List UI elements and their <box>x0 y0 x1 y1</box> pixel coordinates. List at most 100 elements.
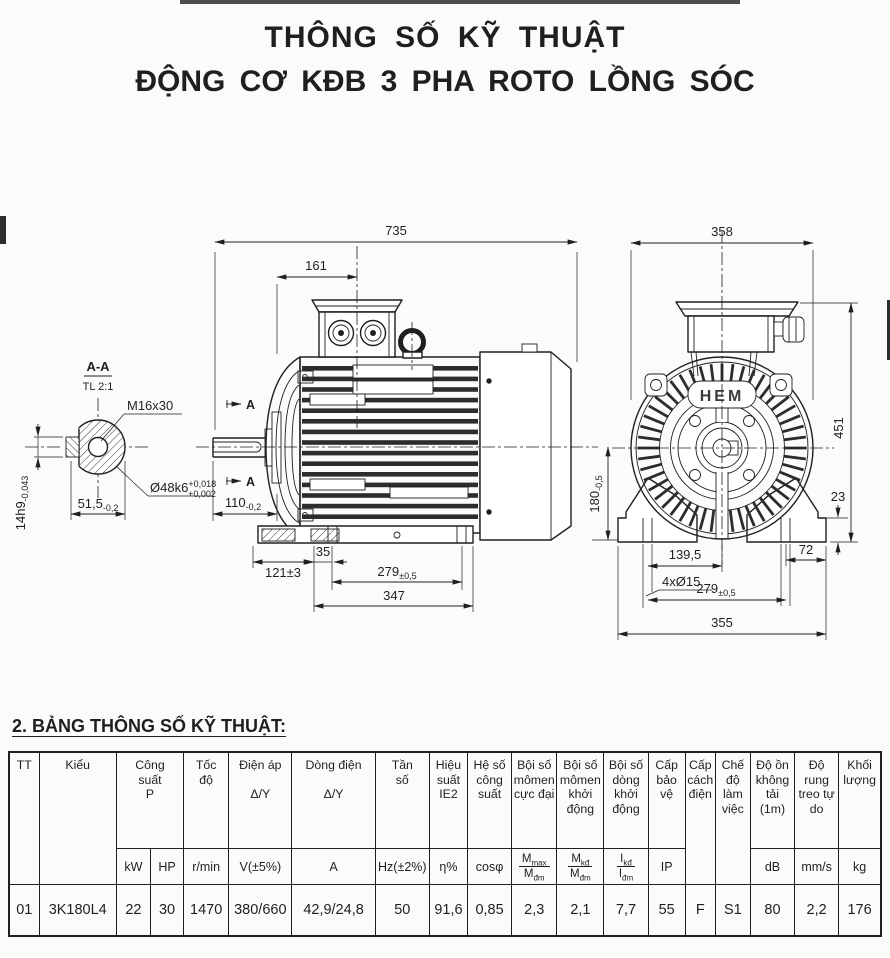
dim-hub-width: 51,5-0,2 <box>78 496 119 513</box>
spec-table: TT Kiểu Công suất P Tốc độ Điện áp Δ/Y D… <box>8 751 882 937</box>
motor-side-view: A A 735 161 110-0,2 121±3 <box>196 223 622 612</box>
unit-vibration: mm/s <box>794 848 840 885</box>
dim-overall-width: 358 <box>711 224 733 239</box>
col-max-torque-ratio: Bội số mômen cực đại <box>511 751 558 849</box>
cell-start-torque: 2,1 <box>556 884 605 937</box>
section-cut-marks: A A <box>226 398 255 489</box>
unit-noise: dB <box>749 848 796 885</box>
col-weight: Khối lượng <box>838 751 882 849</box>
cable-gland <box>773 321 784 337</box>
col-noise: Độ ồn không tải (1m) <box>749 751 796 849</box>
cell-insulation: F <box>684 884 716 937</box>
front-view-dimensions: 358 451 23 139,5 4xØ15 279±0,5 3 <box>617 224 858 640</box>
unit-rpm: r/min <box>183 848 230 885</box>
cell-kw: 22 <box>115 884 151 937</box>
col-vibration: Độ rung treo tự do <box>794 751 840 849</box>
technical-drawing: A-A TL 2:1 M16x30 Ø48k6+0,018+0,002 51,5… <box>13 223 858 640</box>
section-mark-top: A <box>246 398 255 412</box>
col-power-factor: Hệ số công suất <box>466 751 513 849</box>
scan-artifact-top <box>180 0 740 4</box>
brand-logo: HEM <box>700 388 745 405</box>
dim-hole-to-edge: 72 <box>799 542 813 557</box>
unit-current: A <box>291 848 376 885</box>
unit-kw: kW <box>115 848 151 885</box>
mounting-feet-front <box>617 477 827 543</box>
unit-voltage: V(±5%) <box>228 848 293 885</box>
cell-tt: 01 <box>8 884 40 937</box>
section-scale: TL 2:1 <box>83 381 114 393</box>
cell-rpm: 1470 <box>183 884 230 937</box>
dim-shaft-height: 180-0,5 <box>587 475 604 512</box>
page-title: THÔNG SỐ KỸ THUẬT ĐỘNG CƠ KĐB 3 PHA ROTO… <box>0 16 890 104</box>
cell-current: 42,9/24,8 <box>291 884 376 937</box>
unit-power-factor: cosφ <box>466 848 513 885</box>
unit-hp: HP <box>149 848 185 885</box>
col-duty: Chế độ làm việc <box>714 751 751 885</box>
col-voltage: Điện áp Δ/Y <box>228 751 293 849</box>
dim-overall-length: 735 <box>385 223 407 238</box>
fan-cover-side <box>479 343 572 541</box>
dim-foot-holes: 4xØ15 <box>662 574 700 589</box>
cell-noise: 80 <box>749 884 796 937</box>
table-row: 01 3K180L4 22 30 1470 380/660 42,9/24,8 … <box>8 884 882 937</box>
dim-shaft-to-foot: 121±3 <box>265 565 301 580</box>
dim-key-width: 14h9-0,043 <box>13 476 30 530</box>
dim-foot-width: 355 <box>711 615 733 630</box>
dim-shaft-diameter: Ø48k6+0,018+0,002 <box>150 479 216 499</box>
title-line1: THÔNG SỐ KỸ THUẬT <box>264 21 626 54</box>
dim-foot-hole-span-front: 279±0,5 <box>696 581 735 598</box>
cell-weight: 176 <box>838 884 882 937</box>
lifting-eye-bolt <box>398 322 426 370</box>
dim-foot-thickness: 23 <box>831 489 845 504</box>
col-frequency: Tần số <box>374 751 430 849</box>
cell-efficiency: 91,6 <box>428 884 469 937</box>
dim-thread: M16x30 <box>127 398 173 413</box>
dim-box-offset: 161 <box>305 258 327 273</box>
col-insulation: Cấp cách điện <box>684 751 716 885</box>
cell-hp: 30 <box>149 884 185 937</box>
cell-protection: 55 <box>647 884 686 937</box>
dim-foot-hole-span-side: 279±0,5 <box>377 564 416 581</box>
cell-frequency: 50 <box>374 884 430 937</box>
cell-duty: S1 <box>714 884 751 937</box>
col-start-current-ratio: Bội số dòng khởi động <box>603 751 649 849</box>
title-line2: ĐỘNG CƠ KĐB 3 PHA ROTO LỒNG SÓC <box>135 65 755 98</box>
dim-overall-height: 451 <box>831 417 846 439</box>
scan-artifact-left <box>0 216 6 244</box>
col-current: Dòng điện Δ/Y <box>291 751 376 849</box>
scan-artifact-right <box>887 300 890 360</box>
cell-max-torque: 2,3 <box>511 884 558 937</box>
dim-hole-to-center: 139,5 <box>669 547 702 562</box>
motor-front-view: HEM <box>612 224 858 640</box>
shaft-section-view: A-A TL 2:1 M16x30 Ø48k6+0,018+0,002 51,5… <box>13 359 216 530</box>
unit-weight: kg <box>838 848 882 885</box>
cell-model: 3K180L4 <box>38 884 117 937</box>
cell-vibration: 2,2 <box>794 884 840 937</box>
dim-foot-hole-offset: 35 <box>316 544 330 559</box>
cell-start-current: 7,7 <box>603 884 649 937</box>
section-label: A-A <box>86 359 110 374</box>
col-model: Kiểu <box>38 751 117 885</box>
col-protection: Cấp bảo vệ <box>647 751 686 849</box>
unit-efficiency: η% <box>428 848 469 885</box>
spec-table-section: 2. BẢNG THÔNG SỐ KỸ THUẬT: TT Kiểu Công … <box>8 716 882 937</box>
terminal-box-front <box>675 301 805 377</box>
col-start-torque-ratio: Bội số mômen khởi động <box>556 751 605 849</box>
col-efficiency: Hiệu suất IE2 <box>428 751 469 849</box>
unit-frequency: Hz(±2%) <box>374 848 430 885</box>
table-heading: 2. BẢNG THÔNG SỐ KỸ THUẬT: <box>12 716 287 736</box>
cell-voltage: 380/660 <box>228 884 293 937</box>
section-mark-bottom: A <box>246 475 255 489</box>
mounting-feet-side <box>257 525 474 544</box>
dim-shaft-extension: 110-0,2 <box>225 495 261 512</box>
col-power: Công suất P <box>115 751 185 849</box>
side-view-dimensions: 735 161 110-0,2 121±3 35 279±0,5 347 <box>212 223 622 612</box>
col-speed: Tốc độ <box>183 751 230 849</box>
col-tt: TT <box>8 751 40 885</box>
unit-protection: IP <box>647 848 686 885</box>
cell-power-factor: 0,85 <box>466 884 513 937</box>
dim-foot-length: 347 <box>383 588 405 603</box>
